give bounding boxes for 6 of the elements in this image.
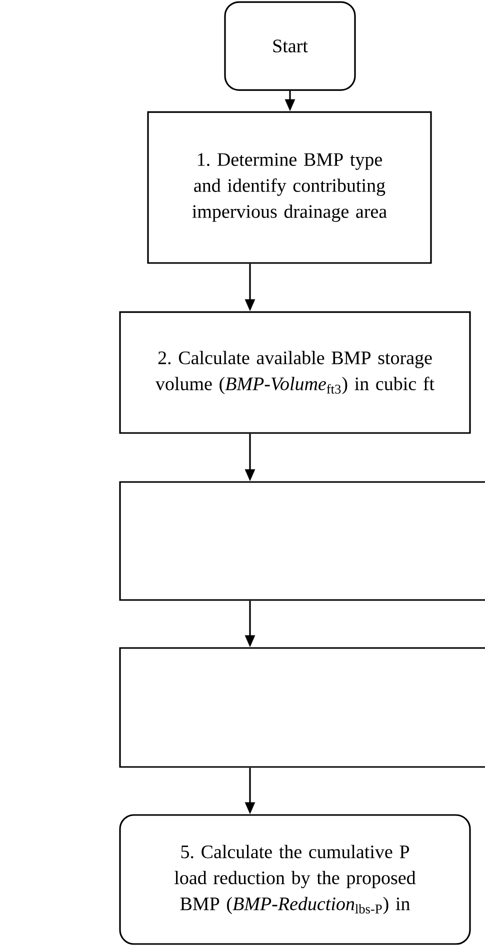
start-box: Start bbox=[224, 1, 356, 91]
process-box bbox=[119, 481, 485, 601]
process-box: 1. Determine BMP type and identify contributing impervious drainage area bbox=[147, 111, 432, 264]
terminal-box: 5. Calculate the cumulative P load reduction by the proposed BMP (BMP-Reduction$_{lbs-P}$) in bbox=[119, 814, 471, 945]
process-box bbox=[119, 647, 485, 768]
process-box: 2. Calculate available BMP storage volume (BMP-Volume$_{ft3}$) in cubic ft bbox=[119, 311, 471, 434]
